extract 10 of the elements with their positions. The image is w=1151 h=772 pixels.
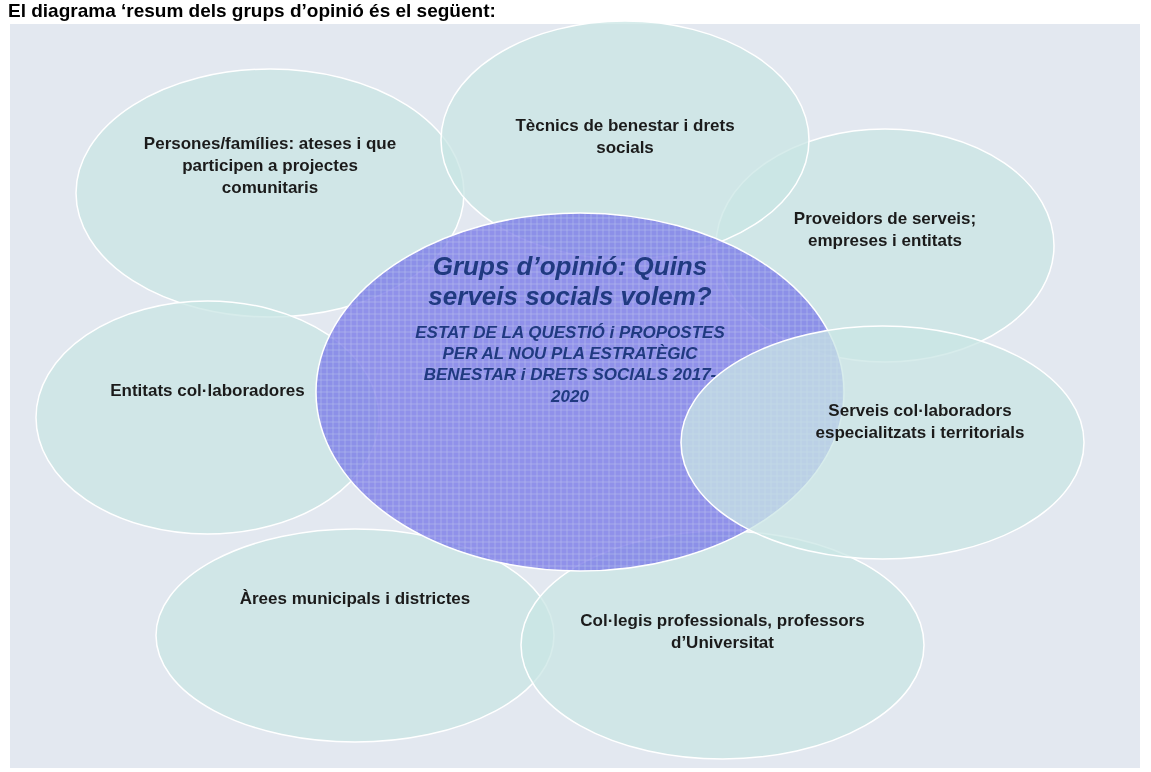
center-subtitle: ESTAT DE LA QUESTIÓ i PROPOSTES PER AL NOU PLA ESTRATÈGIC BENESTAR i DRETS SOCIALS 2017-2020 [414, 321, 726, 407]
center-heading: Grups d’opinió: Quins serveis socials volem? [427, 252, 713, 312]
group-label: Persones/famílies: ateses i que participen a projectes comunitaris [142, 133, 398, 200]
group-label: Àrees municipals i districtes [238, 588, 472, 610]
group-label: Col·legis professionals, professors d’Universitat [579, 610, 866, 655]
heading: El diagrama ‘resum dels grups d’opinió és el següent: [8, 0, 496, 22]
group-label: Entitats col·laboradores [109, 380, 306, 402]
group-label: Tècnics de benestar i drets socials [514, 115, 736, 160]
group-label: Serveis col·laboradors especialitzats i territorials [814, 400, 1026, 445]
group-label: Proveidors de serveis; empreses i entitats [792, 208, 978, 253]
